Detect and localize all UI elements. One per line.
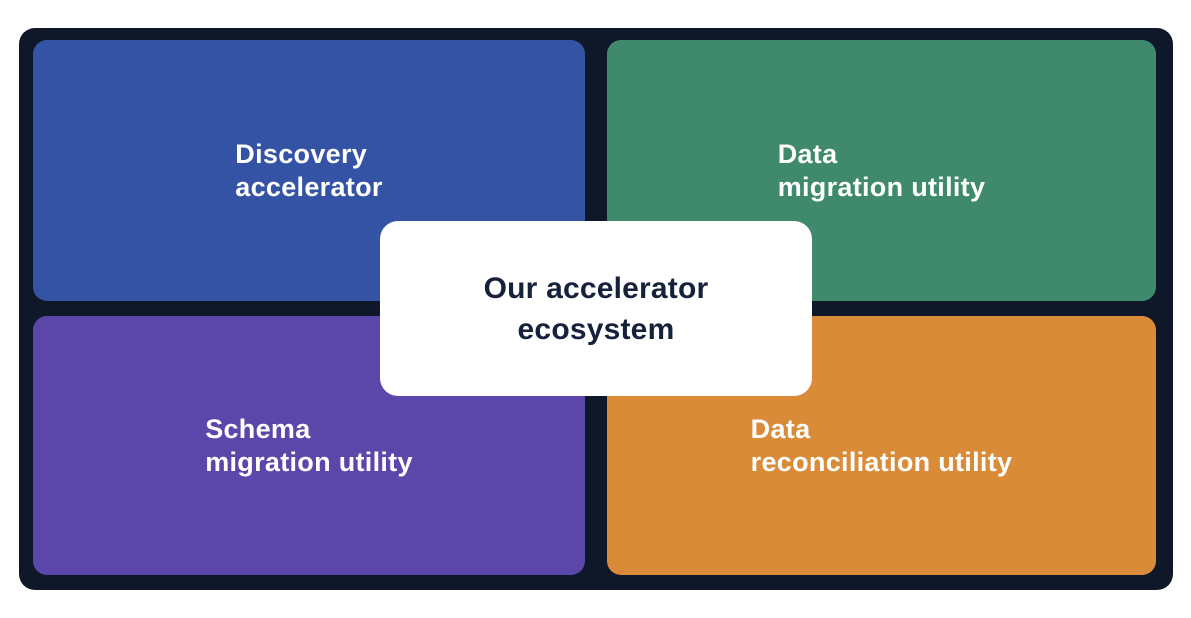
quadrant-label-line: Data xyxy=(750,413,811,444)
quadrant-label-line: migration utility xyxy=(205,446,413,477)
diagram-title-line: ecosystem xyxy=(517,312,675,346)
diagram-title-line: Our accelerator xyxy=(483,271,709,305)
quadrant-label-line: Data xyxy=(777,138,838,169)
center-card: Our accelerator ecosystem xyxy=(380,221,812,396)
quadrant-label-schema-migration-utility: Schema migration utility xyxy=(205,413,413,479)
diagram-frame: Discovery accelerator Data migration uti… xyxy=(19,28,1173,590)
quadrant-discovery-accelerator: Discovery accelerator xyxy=(33,40,585,301)
quadrant-label-data-reconciliation-utility: Data reconciliation utility xyxy=(751,413,1013,479)
quadrant-label-line: migration utility xyxy=(777,171,986,202)
diagram-title: Our accelerator ecosystem xyxy=(484,268,709,350)
quadrant-label-line: Schema xyxy=(205,413,311,444)
quadrant-label-line: accelerator xyxy=(235,171,383,202)
quadrant-label-line: Discovery xyxy=(235,138,368,169)
quadrant-label-discovery-accelerator: Discovery accelerator xyxy=(235,138,382,204)
quadrant-label-line: reconciliation utility xyxy=(750,446,1013,477)
quadrant-label-data-migration-utility: Data migration utility xyxy=(778,138,986,204)
